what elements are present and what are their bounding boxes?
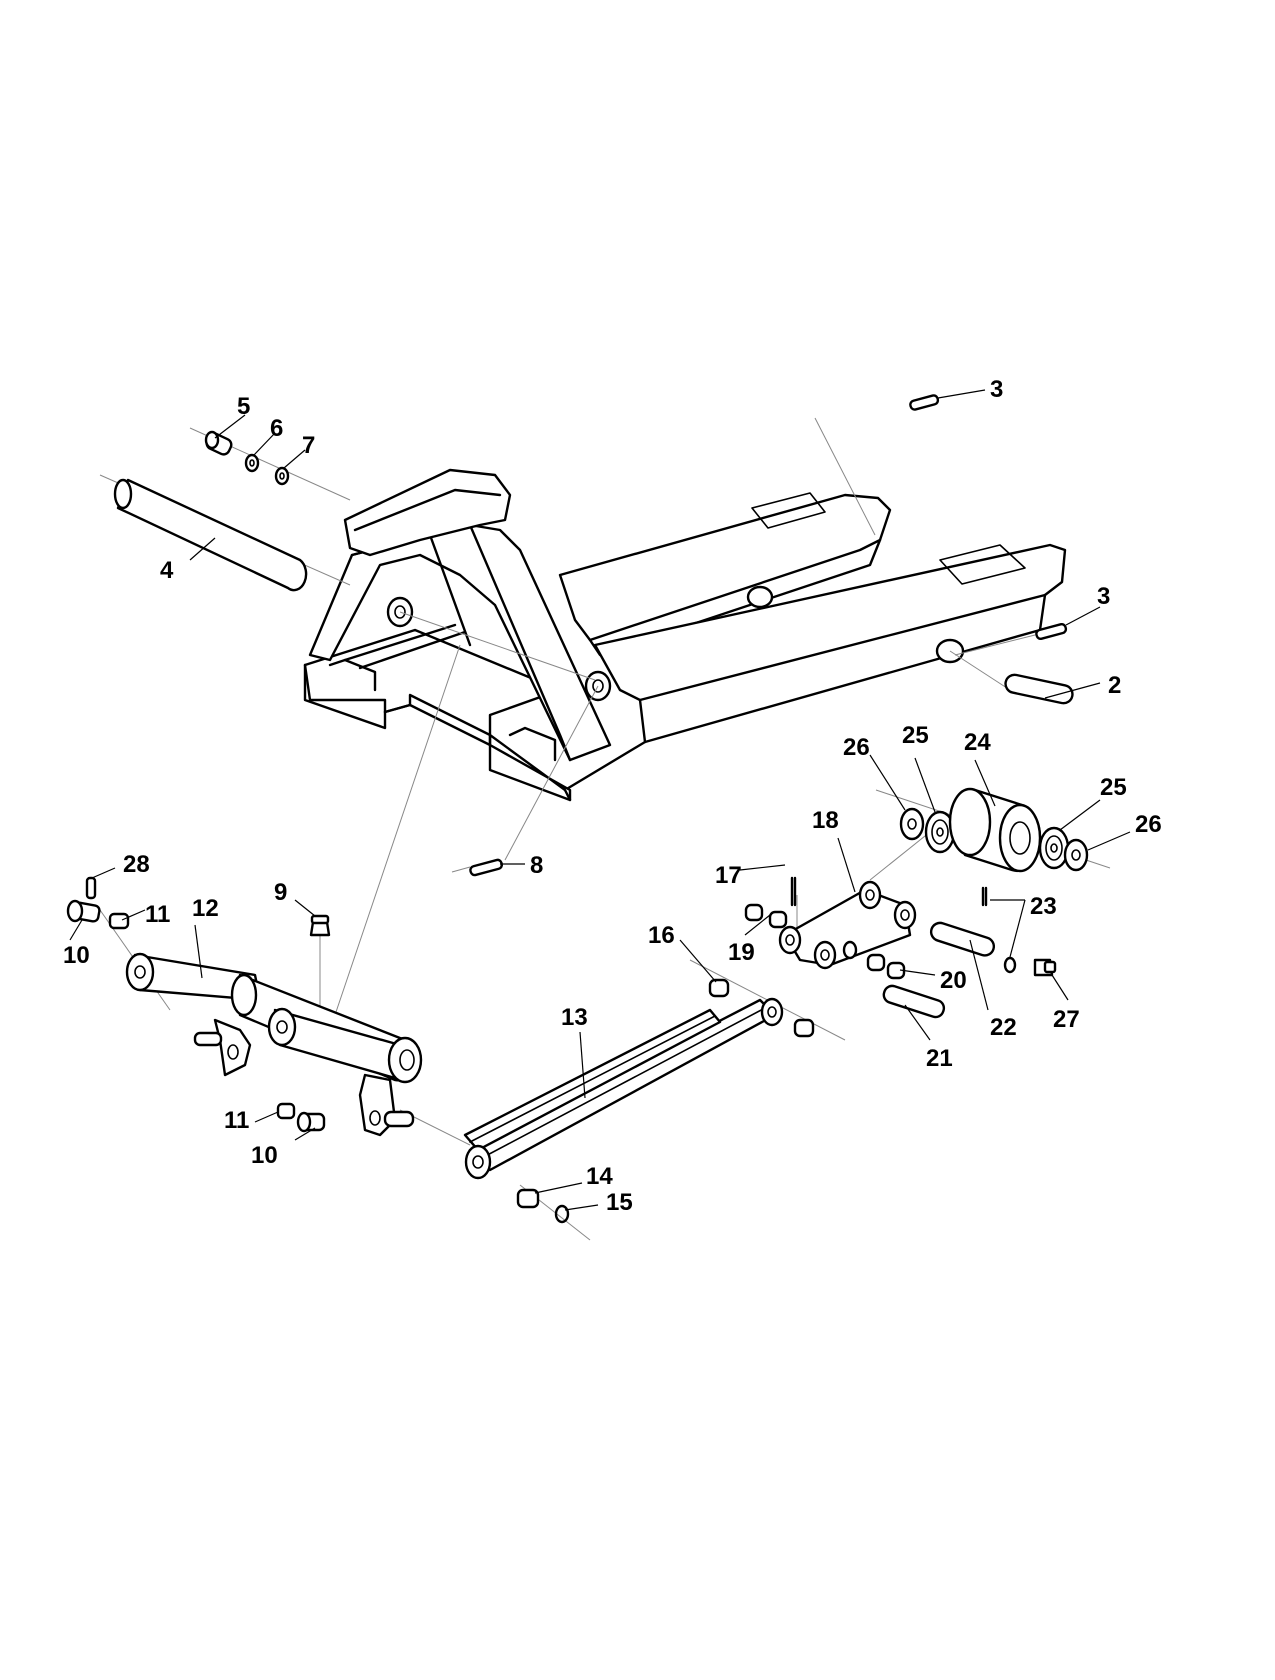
part-19-bushings [744,903,788,929]
callout-label: 9 [274,879,287,906]
part-8-spring-pin [451,858,504,877]
callout-label: 26 [1135,811,1162,838]
part-28-spring-pin [85,876,97,900]
part-21-pin [882,984,946,1019]
part-17-cotter-pin [790,876,797,907]
callout-label: 10 [251,1142,278,1169]
part-11-bushing-upper [108,912,130,930]
part-23-pin-and-clip [981,886,1017,974]
callout-label: 13 [561,1004,588,1031]
leader-lines [69,389,1131,1211]
callout-label: 18 [812,807,839,834]
callout-label: 5 [237,393,250,420]
part-25-bearing-right [1038,826,1070,870]
part-26-washer-right [1063,838,1089,872]
callout-label: 25 [1100,774,1127,801]
callout-label: 16 [648,922,675,949]
part-9-grease-nipple [309,914,331,937]
part-2-load-roller-axle [1004,673,1074,705]
callout-label: 6 [270,415,283,442]
callout-label: 20 [940,967,967,994]
part-20-bushings [866,953,906,980]
part-10-pin-upper [66,899,101,923]
part-3-spring-pin-right [1035,622,1068,641]
part-7-washer [274,466,290,486]
callout-label: 26 [843,734,870,761]
callout-label: 23 [1030,893,1057,920]
callout-label: 21 [926,1045,953,1072]
callout-labels: 2 3 3 4 5 6 7 8 9 10 10 11 11 12 13 14 1… [63,376,1162,1216]
part-10-pin-lower [296,1111,326,1133]
part-18-roller-bracket [778,880,917,970]
callout-label: 12 [192,895,219,922]
fork-frame [303,468,1067,802]
callout-label: 14 [586,1163,613,1190]
fork-wheel-left [746,585,774,609]
part-24-load-roller [948,787,1042,873]
frame-column [308,523,612,762]
part-14-bushing [516,1188,540,1209]
callout-label: 27 [1053,1006,1080,1033]
part-3-spring-pin-top [909,394,940,411]
right-fork [593,543,1067,702]
frame-base [303,628,572,802]
part-22-roller-axle [929,921,996,957]
part-15-circlip [554,1204,570,1224]
callout-label: 3 [1097,583,1110,610]
callout-label: 4 [160,557,174,584]
part-12-rocker-arm [125,952,423,1137]
part-13-push-rod [463,997,784,1180]
part-16-bushing [708,978,730,998]
callout-label: 10 [63,942,90,969]
part-5-cap-nut [204,430,233,456]
callout-label: 19 [728,939,755,966]
callout-label: 22 [990,1014,1017,1041]
part-26-washer-left [899,807,925,841]
callout-label: 8 [530,852,543,879]
callout-label: 15 [606,1189,633,1216]
callout-label: 25 [902,722,929,749]
part-11-bushing-lower [276,1102,296,1120]
part-4-pivot-shaft [113,478,308,592]
callout-label: 24 [964,729,991,756]
callout-label: 3 [990,376,1003,403]
callout-label: 28 [123,851,150,878]
callout-label: 11 [224,1107,249,1134]
part-27-grease-nipple [1033,958,1057,977]
callout-label: 17 [715,862,742,889]
part-16-bushing-right [793,1018,815,1038]
callout-label: 11 [145,901,170,928]
callout-label: 7 [302,432,315,459]
callout-label: 2 [1108,672,1121,699]
part-6-washer [244,453,260,473]
